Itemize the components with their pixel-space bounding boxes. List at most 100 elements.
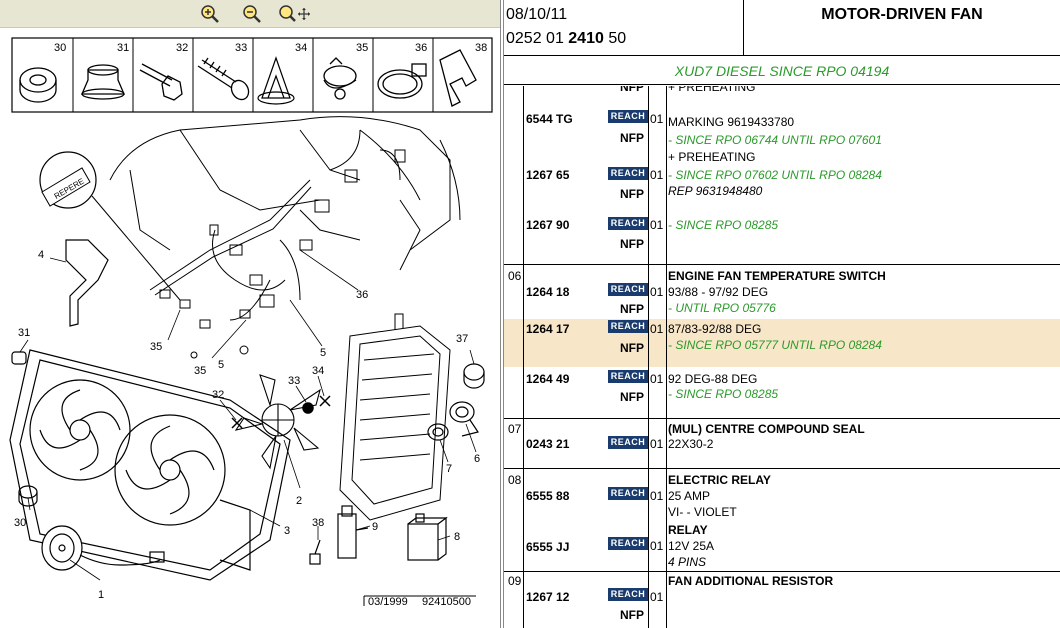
callout-34: 34 (312, 365, 324, 377)
reach-badge[interactable]: REACH (608, 217, 648, 230)
callout-5b: 5 (320, 347, 326, 359)
qty: 01 (650, 168, 664, 182)
desc-line: MARKING 9619433780 (668, 115, 795, 129)
nfp-tag: NFP (620, 341, 644, 355)
callout-32: 32 (212, 389, 224, 401)
strip-label-33: 33 (235, 42, 247, 54)
callout-4: 4 (38, 249, 44, 261)
callout-30: 30 (14, 517, 26, 529)
fixing-markers (231, 395, 331, 429)
reach-badge[interactable]: REACH (608, 167, 648, 180)
header-ref-block: 08/10/11 0252 01 2410 50 (504, 0, 744, 56)
zoom-out-icon[interactable] (242, 4, 262, 24)
selected-row-highlight (504, 319, 1060, 367)
ref-prefix: 0252 01 (506, 30, 569, 47)
part-ref[interactable]: 1264 18 (526, 285, 570, 299)
strip-label-32: 32 (176, 42, 188, 54)
nfp-tag: NFP (620, 131, 644, 145)
parts-list-panel: 08/10/11 0252 01 2410 50 MOTOR-DRIVEN FA… (504, 0, 1060, 628)
radiator (339, 313, 451, 521)
nfp-tag: NFP (620, 187, 644, 201)
part-32-bolt[interactable] (139, 63, 183, 101)
qty: 01 (650, 489, 664, 503)
nfp-tag: NFP (620, 237, 644, 251)
group-number: 06 (508, 269, 522, 283)
qty: 01 (650, 539, 664, 553)
group-separator (504, 418, 1060, 419)
desc-line: 22X30-2 (668, 437, 714, 451)
reach-badge[interactable]: REACH (608, 436, 648, 449)
callout-38: 38 (312, 517, 324, 529)
part-ref[interactable]: 6555 JJ (526, 540, 570, 554)
group-heading: ELECTRIC RELAY (668, 473, 771, 487)
part-35-clip[interactable] (323, 57, 357, 100)
part-ref[interactable]: 1264 49 (526, 372, 570, 386)
desc-line: + PREHEATING (668, 150, 756, 164)
strip-label-31: 31 (117, 42, 129, 54)
seal-7[interactable] (427, 423, 449, 441)
pan-icon[interactable] (278, 4, 312, 24)
reach-badge[interactable]: REACH (608, 283, 648, 296)
reach-badge[interactable]: REACH (608, 370, 648, 383)
exploded-diagram-panel: 30 31 32 33 34 35 36 38 (0, 0, 500, 628)
zoom-in-icon[interactable] (200, 4, 220, 24)
header-reference: 0252 01 2410 50 (506, 30, 626, 48)
relay-8[interactable] (407, 513, 448, 561)
part-33-screw[interactable] (197, 57, 252, 103)
qty: 01 (650, 285, 664, 299)
part-37[interactable] (463, 363, 485, 389)
callout-35a: 35 (150, 341, 162, 353)
qty: 01 (650, 218, 664, 232)
part-36-cable-tie[interactable] (377, 63, 427, 99)
reach-badge[interactable]: REACH (608, 588, 648, 601)
ref-bold: 2410 (568, 30, 604, 47)
part-31-bush[interactable] (81, 64, 125, 100)
part-ref[interactable]: 0243 21 (526, 437, 570, 451)
callout-9: 9 (372, 521, 378, 533)
part-ref[interactable]: 6555 88 (526, 489, 570, 503)
part-ref[interactable]: 6544 TG (526, 112, 573, 126)
part-30-grommet[interactable] (19, 67, 57, 103)
nfp-tag: NFP (620, 390, 644, 404)
callout-5a: 5 (218, 359, 224, 371)
bush-31[interactable] (11, 351, 27, 365)
part-34-star-washer[interactable] (257, 56, 295, 105)
part-ref[interactable]: 1267 65 (526, 168, 570, 182)
part-38-bracket[interactable] (439, 49, 477, 107)
group-number: 07 (508, 422, 522, 436)
part-38-small[interactable] (309, 539, 321, 565)
reach-badge[interactable]: REACH (608, 487, 648, 500)
desc-line: 92 DEG-88 DEG (668, 372, 758, 386)
stamp-code: 92410500 (422, 596, 471, 608)
page-title: MOTOR-DRIVEN FAN (821, 6, 983, 23)
engine-bay-wiring (109, 116, 461, 359)
nfp-tag: NFP (620, 302, 644, 316)
panel-divider[interactable] (500, 0, 504, 628)
engine-subtitle: XUD7 DIESEL SINCE RPO 04194 (504, 57, 1060, 85)
header-date: 08/10/11 (506, 6, 568, 23)
temp-switch-6[interactable] (449, 401, 479, 437)
fan-diagram: 30 31 32 33 34 35 36 38 (9, 37, 493, 608)
part-ref[interactable]: 1267 12 (526, 590, 570, 604)
desc-line: 12V 25A (668, 539, 715, 553)
strip-label-38: 38 (475, 42, 487, 54)
group-heading: ENGINE FAN TEMPERATURE SWITCH (668, 269, 886, 283)
callout-3: 3 (284, 525, 290, 537)
fan-motor-1[interactable] (41, 525, 165, 571)
part-ref[interactable]: 1267 90 (526, 218, 570, 232)
desc-line: - SINCE RPO 06744 UNTIL RPO 07601 (668, 133, 882, 147)
grommet-30[interactable] (18, 485, 38, 507)
desc-line: - SINCE RPO 07602 UNTIL RPO 08284 (668, 168, 882, 182)
part-ref[interactable]: 1264 17 (526, 322, 570, 336)
reach-badge[interactable]: REACH (608, 320, 648, 333)
desc-line: VI- - VIOLET (668, 505, 737, 519)
qty: 01 (650, 590, 664, 604)
group-heading: RELAY (668, 523, 708, 537)
col-divider (523, 86, 524, 628)
fan-shroud-3[interactable] (9, 349, 291, 581)
col-divider (648, 86, 649, 628)
strip-label-30: 30 (54, 42, 66, 54)
reach-badge[interactable]: REACH (608, 537, 648, 550)
reach-badge[interactable]: REACH (608, 110, 648, 123)
bracket-4[interactable] (65, 239, 109, 327)
